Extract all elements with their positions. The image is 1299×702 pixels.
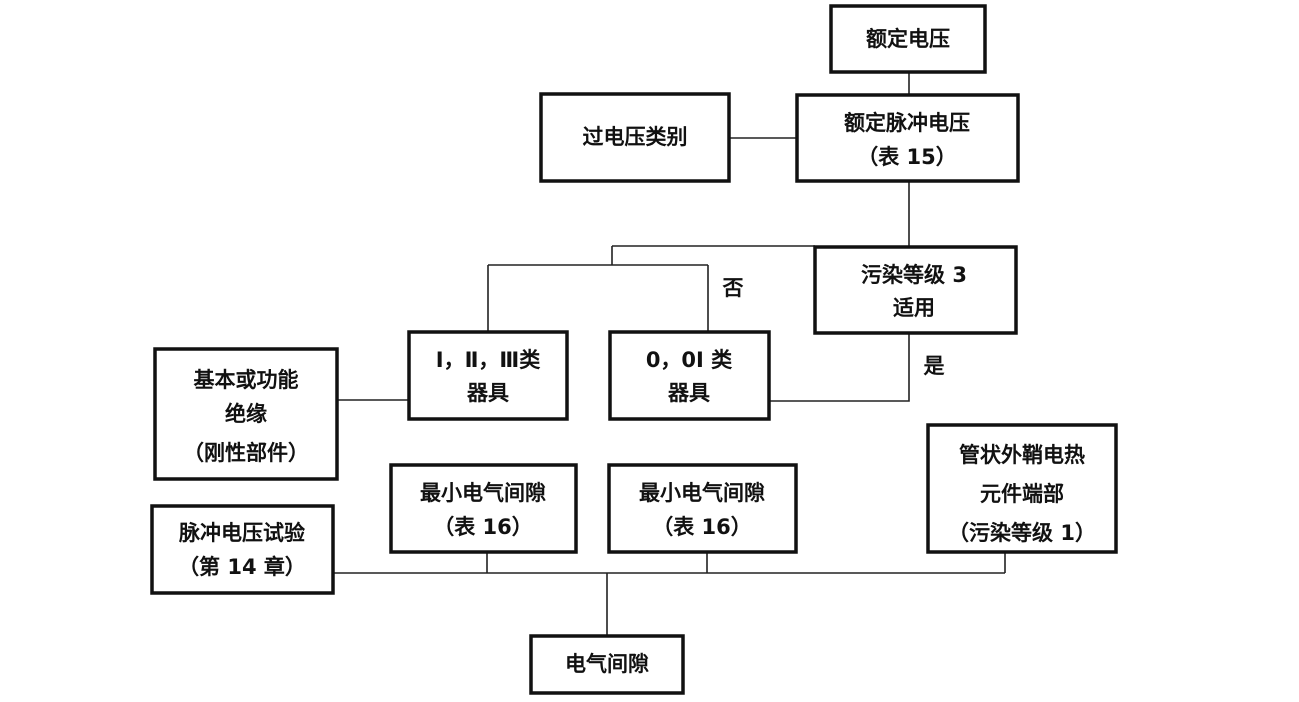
impulse-test-ref: （第 14 章）	[178, 555, 306, 579]
basic-insulation-box: 基本或功能 绝缘 （刚性部件）	[153, 347, 339, 481]
min-clearance-a-label: 最小电气间隙	[420, 481, 546, 505]
class-001-appliance: 器具	[667, 381, 710, 405]
class-123-appliance: 器具	[466, 381, 509, 405]
min-clearance-a-ref: （表 16）	[433, 515, 533, 539]
pollution-degree-applicable: 适用	[893, 296, 935, 320]
min-clearance-b-label: 最小电气间隙	[639, 481, 765, 505]
rated-voltage-box: 额定电压	[829, 4, 987, 74]
impulse-test-box: 脉冲电压试验 （第 14 章）	[150, 504, 335, 595]
class-001-appliance-box: 0，0Ⅰ 类 器具	[608, 330, 771, 421]
heating-element-label-2: 元件端部	[980, 482, 1064, 506]
min-clearance-b-ref: （表 16）	[652, 515, 752, 539]
rated-impulse-voltage-label: 额定脉冲电压	[844, 111, 970, 135]
min-clearance-a-box: 最小电气间隙 （表 16）	[389, 463, 578, 554]
yes-branch-label: 是	[924, 354, 945, 378]
basic-insulation-label: 基本或功能	[194, 368, 299, 392]
rated-voltage-label: 额定电压	[866, 27, 950, 51]
class-001-label: 0，0Ⅰ 类	[646, 348, 733, 372]
connector-yes-branch	[769, 333, 910, 402]
rated-impulse-voltage-box: 额定脉冲电压 （表 15）	[795, 93, 1020, 183]
class-123-label: Ⅰ，Ⅱ，Ⅲ类	[436, 348, 541, 372]
impulse-test-label: 脉冲电压试验	[178, 521, 305, 545]
class-123-appliance-box: Ⅰ，Ⅱ，Ⅲ类 器具	[407, 330, 569, 421]
heating-element-note: （污染等级 1）	[948, 521, 1096, 545]
pollution-degree-label: 污染等级 3	[861, 263, 967, 287]
rated-impulse-voltage-ref: （表 15）	[857, 145, 957, 169]
overvoltage-category-label: 过电压类别	[583, 125, 688, 149]
clearance-label: 电气间隙	[565, 652, 649, 676]
heating-element-label: 管状外鞘电热	[959, 443, 1085, 467]
clearance-box: 电气间隙	[529, 634, 685, 695]
basic-insulation-label-2: 绝缘	[225, 402, 267, 426]
overvoltage-category-box: 过电压类别	[539, 92, 731, 183]
heating-element-box: 管状外鞘电热 元件端部 （污染等级 1）	[926, 423, 1118, 554]
connectors	[333, 72, 1006, 636]
min-clearance-b-box: 最小电气间隙 （表 16）	[607, 463, 798, 554]
no-branch-label: 否	[723, 276, 744, 300]
basic-insulation-note: （刚性部件）	[183, 441, 309, 465]
pollution-degree-box: 污染等级 3 适用	[813, 245, 1018, 335]
